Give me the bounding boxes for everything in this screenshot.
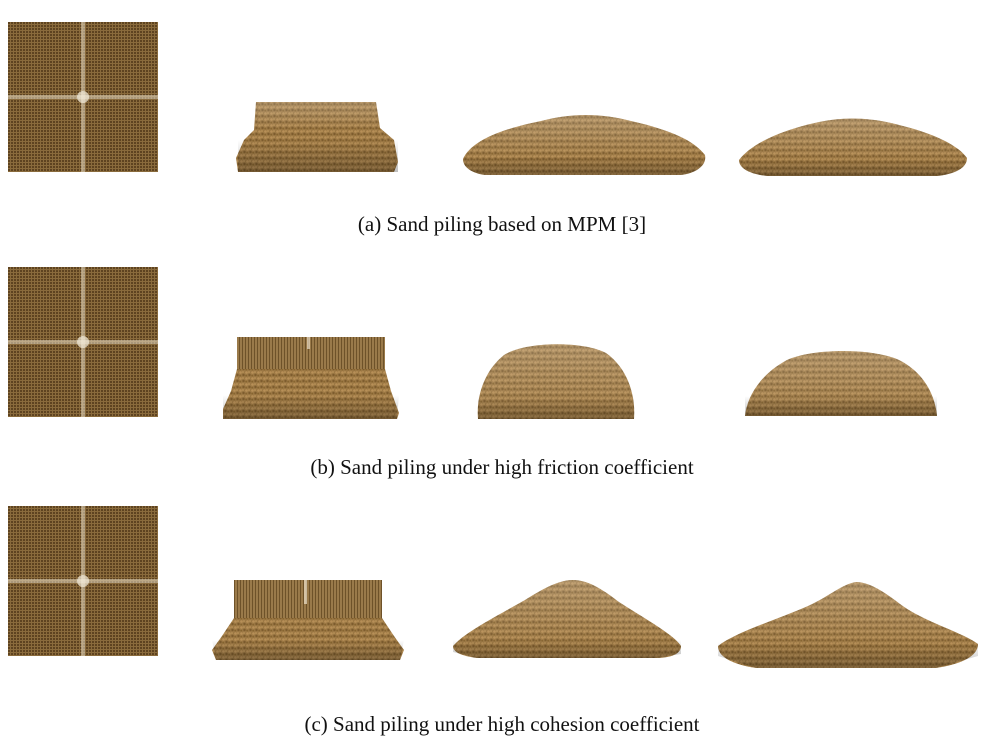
sand-block-collapsing [221, 335, 401, 421]
top-view-image [8, 267, 158, 417]
sand-dome-high [474, 337, 638, 423]
caption-b: (b) Sand piling under high friction coef… [310, 455, 694, 479]
sand-cone-wide [716, 576, 980, 680]
top-view-image [8, 506, 158, 656]
row-a: (a) Sand piling based on MPM [3] [0, 0, 1004, 245]
caption-a: (a) Sand piling based on MPM [3] [357, 212, 647, 236]
sand-cone-medium [451, 576, 683, 660]
sand-mound-spread [737, 110, 969, 182]
sand-block-spreading [210, 578, 406, 664]
row-b: (b) Sand piling under high friction coef… [0, 245, 1004, 490]
top-view-image [8, 22, 158, 172]
sand-slab-rough [234, 100, 402, 175]
caption-c: (c) Sand piling under high cohesion coef… [304, 712, 700, 736]
sand-mound-wide [461, 107, 707, 177]
sand-dome-low [743, 344, 939, 420]
row-c: (c) Sand piling under high cohesion coef… [0, 490, 1004, 753]
